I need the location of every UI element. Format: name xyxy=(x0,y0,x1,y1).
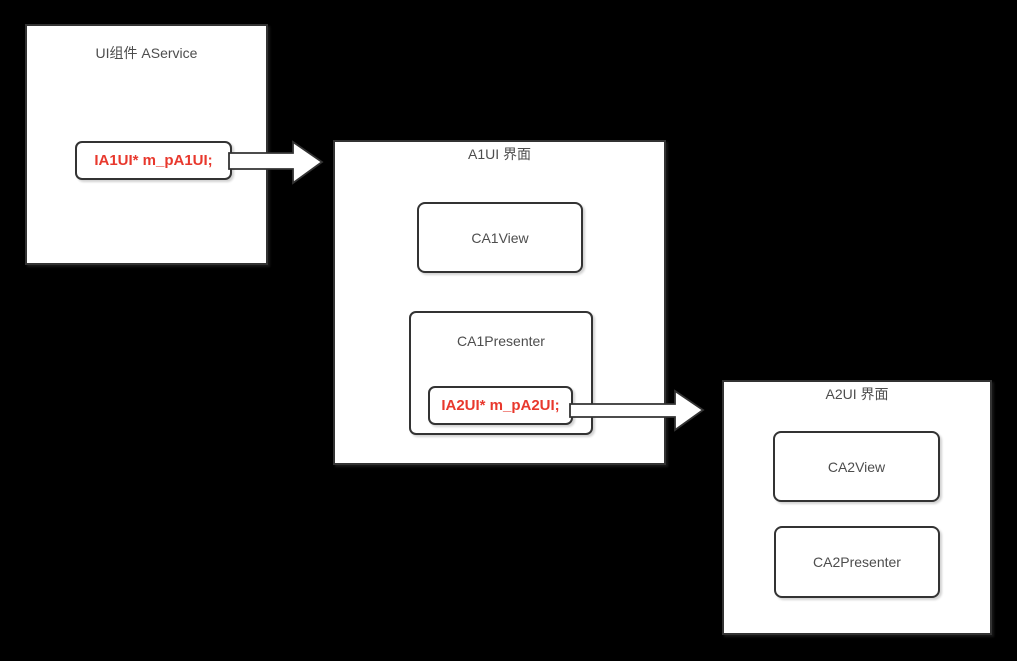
ca1presenter-member-declaration: IA2UI* m_pA2UI; xyxy=(441,397,560,414)
service-member-box: IA1UI* m_pA1UI; xyxy=(75,141,232,180)
service-component-box: UI组件 AService IA1UI* m_pA1UI; xyxy=(25,24,268,265)
ca2presenter-box: CA2Presenter xyxy=(774,526,940,598)
a1ui-box-title: A1UI 界面 xyxy=(467,146,531,162)
a1ui-interface-box: A1UI 界面 CA1View CA1Presenter IA2UI* m_pA… xyxy=(333,140,666,465)
ca1presenter-title: CA1Presenter xyxy=(457,333,545,349)
a2ui-interface-box: A2UI 界面 CA2View CA2Presenter xyxy=(722,380,992,635)
ca1presenter-box: CA1Presenter IA2UI* m_pA2UI; xyxy=(409,311,593,435)
a2ui-box-title: A2UI 界面 xyxy=(825,386,889,402)
ca2view-box: CA2View xyxy=(773,431,940,502)
ca1presenter-member-box: IA2UI* m_pA2UI; xyxy=(428,386,573,425)
ca1view-box: CA1View xyxy=(417,202,583,273)
service-member-declaration: IA1UI* m_pA1UI; xyxy=(94,152,213,169)
service-box-title: UI组件 AService xyxy=(95,45,198,61)
